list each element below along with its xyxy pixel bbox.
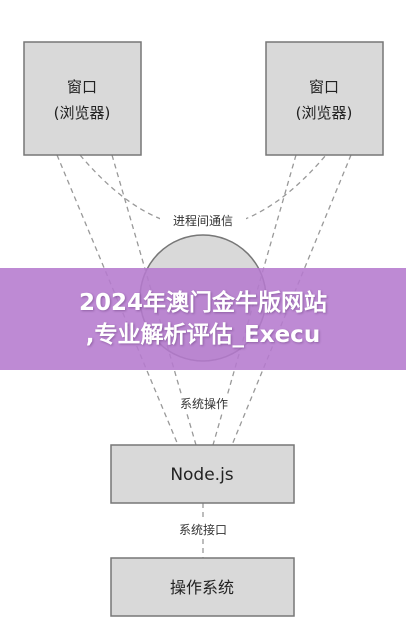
sys-op-label: 系统操作 (180, 396, 228, 411)
title-banner: 2024年澳门金牛版网站 ,专业解析评估_Execu (0, 268, 406, 370)
window-left-box (23, 41, 142, 156)
os-label: 操作系统 (170, 578, 234, 597)
os-box (110, 557, 295, 617)
nodejs-box (110, 444, 295, 504)
window-right-title: 窗口 (309, 78, 339, 96)
sys-api-label-bg (168, 520, 238, 538)
sys-api-label: 系统接口 (179, 522, 227, 537)
nodejs-label: Node.js (170, 465, 233, 485)
ipc-label-bg (160, 211, 246, 229)
window-right-subtitle: (浏览器) (296, 104, 353, 122)
banner-line-1: 2024年澳门金牛版网站 (78, 290, 327, 316)
window-right-box (265, 41, 384, 156)
banner-line-2: ,专业解析评估_Execu (85, 322, 321, 348)
ipc-label: 进程间通信 (173, 213, 233, 228)
window-left-title: 窗口 (67, 78, 97, 96)
window-left-subtitle: (浏览器) (54, 104, 111, 122)
sys-op-label-bg (165, 394, 243, 412)
